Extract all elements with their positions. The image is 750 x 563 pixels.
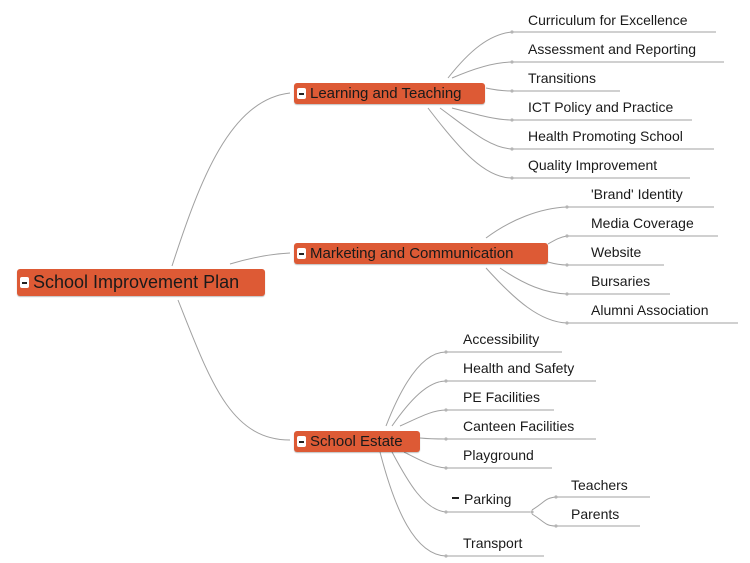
minus-icon[interactable] — [297, 248, 306, 259]
branch-label: School Estate — [310, 433, 403, 450]
topic-ict-policy-and-practice[interactable]: ICT Policy and Practice — [528, 99, 674, 115]
topic-transport[interactable]: Transport — [463, 535, 523, 551]
topic-bursaries[interactable]: Bursaries — [591, 273, 651, 289]
root-node-label: School Improvement Plan — [33, 272, 240, 292]
topic-teachers[interactable]: Teachers — [571, 477, 628, 493]
topic-parents[interactable]: Parents — [571, 506, 620, 522]
minus-icon[interactable] — [297, 436, 306, 447]
branch-node-marketing-communication[interactable]: Marketing and Communication — [294, 243, 548, 264]
topic-curriculum-for-excellence[interactable]: Curriculum for Excellence — [528, 12, 688, 28]
branch-label: Learning and Teaching — [310, 85, 462, 102]
branch-node-school-estate[interactable]: School Estate — [294, 431, 420, 452]
topic-accessibility[interactable]: Accessibility — [463, 331, 540, 347]
topic-canteen-facilities[interactable]: Canteen Facilities — [463, 418, 575, 434]
topic-health-promoting-school[interactable]: Health Promoting School — [528, 128, 683, 144]
root-node[interactable]: School Improvement Plan — [17, 269, 265, 296]
topic-playground[interactable]: Playground — [463, 447, 534, 463]
topic-media-coverage[interactable]: Media Coverage — [591, 215, 694, 231]
topic-website[interactable]: Website — [591, 244, 642, 260]
topic-alumni-association[interactable]: Alumni Association — [591, 302, 709, 318]
topic-pe-facilities[interactable]: PE Facilities — [463, 389, 541, 405]
topic-health-and-safety[interactable]: Health and Safety — [463, 360, 575, 376]
minus-icon[interactable] — [452, 497, 459, 499]
connector-root-marketing — [229, 252, 291, 265]
branch-node-learning-teaching[interactable]: Learning and Teaching — [294, 83, 485, 104]
topic-brand-identity[interactable]: 'Brand' Identity — [591, 186, 683, 202]
topic-parking[interactable]: Parking — [464, 491, 512, 507]
topic-assessment-and-reporting[interactable]: Assessment and Reporting — [528, 41, 697, 57]
minus-icon[interactable] — [20, 277, 29, 288]
topic-transitions[interactable]: Transitions — [528, 70, 596, 86]
connector-root-estate — [177, 299, 291, 441]
minus-icon[interactable] — [297, 88, 306, 99]
topic-quality-improvement[interactable]: Quality Improvement — [528, 157, 658, 173]
branch-label: Marketing and Communication — [310, 245, 514, 262]
connector-root-learning — [171, 92, 291, 267]
